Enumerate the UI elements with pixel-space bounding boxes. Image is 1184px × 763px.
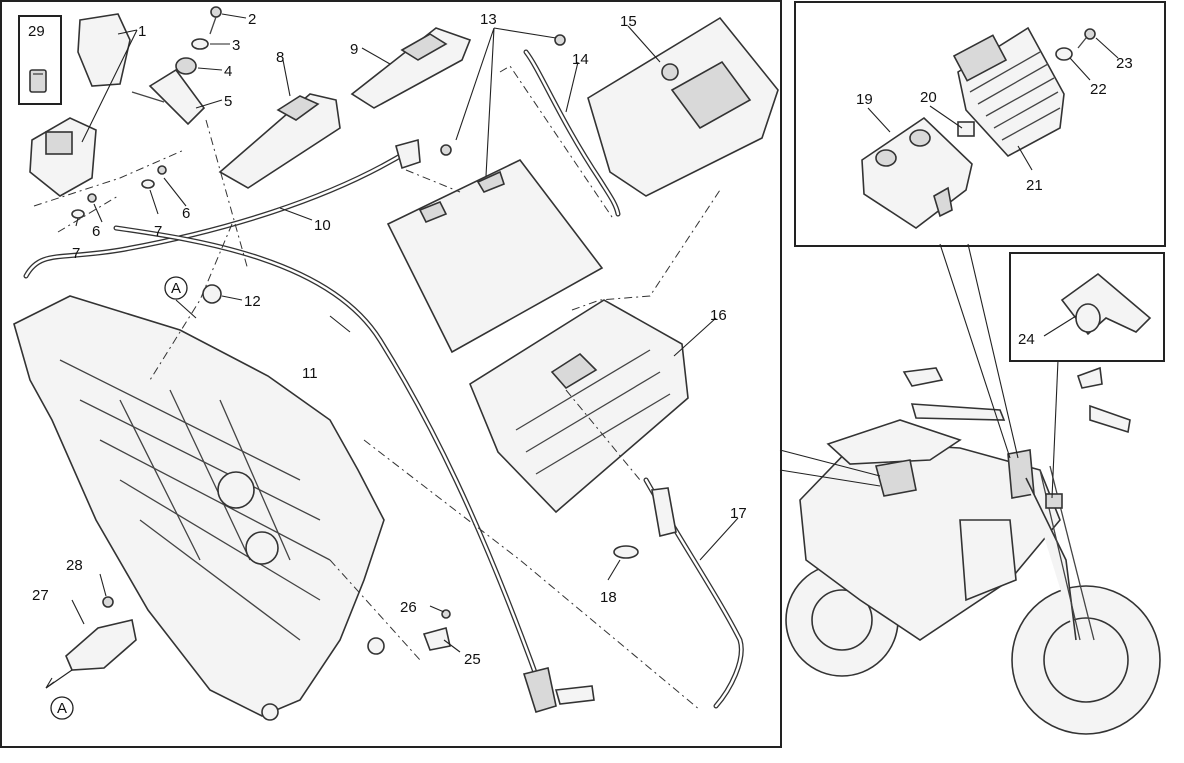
- callout-label: 18: [600, 589, 617, 606]
- part-21-voltage-regulator: [952, 26, 1065, 158]
- callout-numbers: 1 2 3 4 5 6 6 7 7 8 9 10 11 12 13 14 15 …: [28, 11, 1133, 668]
- part-20-clip: [957, 121, 975, 137]
- relay-detail-frame: [18, 15, 62, 105]
- part-22-washer: [1055, 47, 1073, 61]
- callout-label: 2: [248, 11, 256, 28]
- callout-label: 14: [572, 51, 589, 68]
- part-11-cable: [113, 225, 595, 713]
- callout-label: 6: [92, 223, 100, 240]
- part-23-screw: [1077, 28, 1096, 49]
- part-17-strap: [643, 477, 744, 709]
- part-4-grommet: [175, 57, 197, 75]
- callout-label: 25: [464, 651, 481, 668]
- callout-label: 19: [856, 91, 873, 108]
- callout-label: 24: [1018, 331, 1035, 348]
- part-12-nut: [202, 284, 222, 304]
- callout-label: 6: [182, 205, 190, 222]
- main-diagram-frame: [0, 0, 782, 748]
- assembly-lines: [33, 65, 721, 711]
- part-19-cover: [861, 116, 973, 229]
- ref-mark-a-bottom: A: [50, 696, 74, 720]
- part-13-battery: [386, 34, 604, 354]
- callout-label: 23: [1116, 55, 1133, 72]
- callout-label: 3: [232, 37, 240, 54]
- callout-label: 21: [1026, 177, 1043, 194]
- callout-label: 13: [480, 11, 497, 28]
- callout-label: 10: [314, 217, 331, 234]
- callout-label: 15: [620, 13, 637, 30]
- callout-label: 17: [730, 505, 747, 522]
- ref-mark-a-top: A: [164, 276, 197, 319]
- callout-label: 11: [302, 365, 318, 382]
- part-3-washer: [191, 38, 209, 50]
- part-2-screw: [209, 6, 222, 35]
- inset-leader-lines: [779, 243, 1059, 499]
- regulator-inset-frame: [794, 1, 1166, 247]
- callout-label: 28: [66, 557, 83, 574]
- callout-label: 29: [28, 23, 45, 40]
- callout-label: 9: [350, 41, 358, 58]
- bracket-inset-frame: [1009, 252, 1165, 362]
- part-1-relay-holder: [29, 13, 131, 197]
- part-24-bracket: [1060, 272, 1152, 336]
- callout-label: 7: [154, 223, 162, 240]
- callout-label: 7: [72, 245, 80, 262]
- callout-label: 1: [138, 23, 146, 40]
- part-6-7-fasteners: [71, 165, 167, 219]
- part-15-ecu: [587, 16, 779, 197]
- callout-label: 4: [224, 63, 232, 80]
- part-10-cable: [23, 138, 452, 279]
- part-18-clip: [613, 545, 639, 559]
- part-14-strap: [523, 49, 621, 217]
- rear-subframe: [13, 295, 385, 721]
- callout-label: 26: [400, 599, 417, 616]
- callout-leaders: [71, 13, 1119, 653]
- svg-text:A: A: [171, 280, 181, 297]
- callout-label: 27: [32, 587, 49, 604]
- part-9-cover: [350, 27, 472, 109]
- svg-text:A: A: [57, 700, 67, 717]
- part-5-bracket: [131, 68, 206, 126]
- part-8-cover: [218, 93, 341, 189]
- callout-label: 22: [1090, 81, 1107, 98]
- part-25-26-fasteners: [422, 609, 451, 651]
- callout-label: 8: [276, 49, 284, 66]
- part-29-relay: [29, 69, 47, 93]
- part-27-bracket: [45, 596, 137, 689]
- callout-label: 16: [710, 307, 727, 324]
- motorcycle-illustration: [785, 366, 1161, 735]
- callout-label: 5: [224, 93, 232, 110]
- callout-label: 20: [920, 89, 937, 106]
- callout-label: 12: [244, 293, 261, 310]
